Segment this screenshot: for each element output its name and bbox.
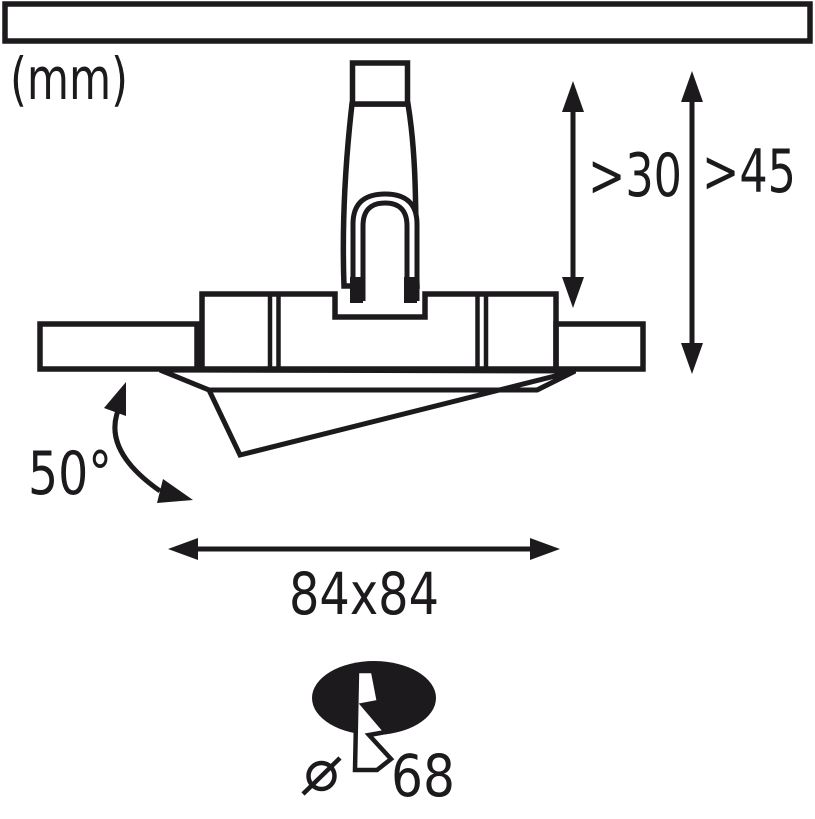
arrowhead-right-icon bbox=[157, 479, 193, 503]
clearance-dimension-label: >30 bbox=[588, 141, 682, 211]
arrowhead-left-icon bbox=[168, 538, 198, 560]
lightning-bolt-icon bbox=[352, 668, 395, 773]
connector-cable-entry bbox=[349, 60, 411, 107]
arrowhead-right-icon bbox=[530, 538, 560, 560]
arrowhead-up-icon bbox=[562, 81, 584, 112]
dimension-depth-arrow bbox=[681, 71, 703, 374]
ceiling-cut-edge-right bbox=[553, 321, 646, 372]
connector-terminal-right bbox=[404, 277, 417, 303]
unit-label: (mm) bbox=[10, 45, 128, 113]
cutout-hole-icon bbox=[312, 661, 436, 773]
luminaire-housing-body bbox=[199, 291, 559, 372]
tilted-spot-face bbox=[205, 368, 577, 458]
dimension-width-arrow bbox=[168, 538, 560, 560]
cutout-diameter-label: 68 bbox=[391, 742, 455, 810]
arrowhead-down-icon bbox=[562, 277, 584, 308]
depth-dimension-label: >45 bbox=[702, 137, 796, 207]
swivel-angle-label: 50° bbox=[28, 439, 112, 509]
connector-terminal-left bbox=[350, 277, 363, 303]
width-dimension-label: 84x84 bbox=[289, 560, 439, 628]
arrowhead-up-icon bbox=[681, 71, 703, 102]
ceiling-cut-edge-left bbox=[37, 321, 200, 372]
dimension-clearance-arrow bbox=[562, 81, 584, 308]
connector-plug-inner bbox=[360, 200, 410, 301]
ceiling-panel-bar bbox=[2, 1, 813, 44]
arrowhead-up-icon bbox=[104, 382, 126, 416]
diameter-symbol-icon bbox=[301, 756, 342, 796]
swivel-angle-arrow bbox=[104, 382, 193, 503]
arrowhead-down-icon bbox=[681, 343, 703, 374]
